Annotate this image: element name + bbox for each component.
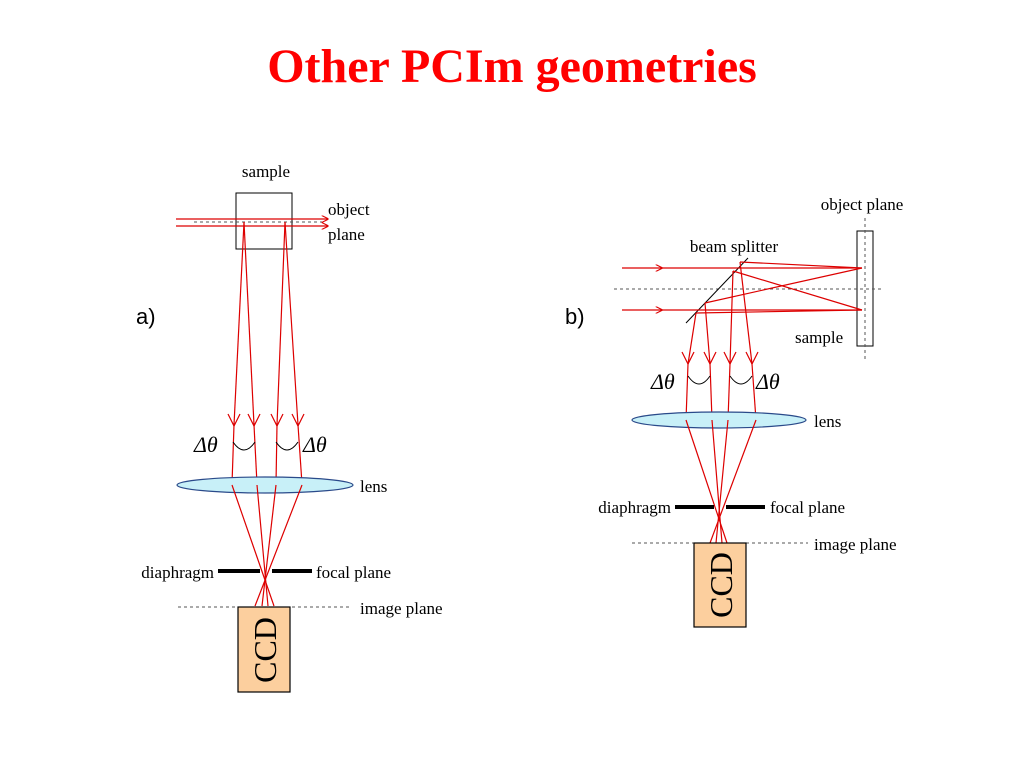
conv-ray-b-3	[715, 419, 729, 544]
angle-arc-a-left	[232, 441, 256, 451]
down-ray-b-8	[751, 363, 757, 421]
ccd-box-a	[237, 606, 291, 693]
ray-a-3	[276, 221, 286, 426]
refl-ray-b-2	[704, 267, 863, 304]
down-ray-b-7	[727, 363, 731, 421]
ray-a-9	[231, 484, 275, 607]
ray-a-1	[233, 221, 245, 426]
angle-arc-b-left	[687, 375, 711, 385]
down-ray-b-3	[729, 270, 734, 365]
image-plane-label-a: image plane	[360, 599, 443, 618]
sample-label-b: sample	[795, 328, 843, 347]
ray-a-6	[253, 424, 258, 485]
diaphragm-label-a: diaphragm	[141, 563, 214, 582]
image-plane-label-b: image plane	[814, 535, 897, 554]
angle-arc-a-right	[275, 441, 299, 451]
panel-b-label: b)	[565, 304, 585, 329]
lens-b	[631, 411, 807, 429]
ccd-label-b: CCD	[703, 552, 739, 618]
ray-a-4	[284, 221, 299, 426]
refl-ray-b-1	[739, 261, 863, 269]
conv-ray-b-2	[711, 419, 723, 544]
ray-a-7	[275, 424, 278, 485]
down-ray-b-2	[704, 302, 711, 365]
down-ray-b-4	[739, 261, 753, 365]
beam-splitter-label-b: beam splitter	[690, 237, 779, 256]
panel-a-label: a)	[136, 304, 156, 329]
focal-plane-label-a: focal plane	[316, 563, 391, 582]
ray-a-12	[254, 484, 303, 607]
ray-a-2	[243, 221, 255, 426]
delta-theta-b-right: Δθ	[755, 369, 780, 394]
conv-ray-b-4	[709, 419, 757, 544]
delta-theta-b-left: Δθ	[650, 369, 675, 394]
ccd-box-b	[693, 542, 747, 628]
lens-label-a: lens	[360, 477, 387, 496]
ray-a-8	[297, 424, 303, 485]
object-plane-label-a-line1: object	[328, 200, 370, 219]
down-ray-b-6	[709, 363, 713, 421]
down-ray-b-1	[687, 312, 697, 365]
ray-a-10	[256, 484, 269, 607]
refl-ray-b-4	[695, 309, 863, 314]
refl-ray-b-3	[732, 270, 863, 311]
beam-splitter-b	[685, 257, 749, 324]
lens-label-b: lens	[814, 412, 841, 431]
ray-a-11	[261, 484, 277, 607]
angle-arc-b-right	[729, 375, 753, 385]
slide-title: Other PCIm geometries	[267, 40, 757, 93]
ray-a-5	[231, 424, 235, 485]
focal-plane-label-b: focal plane	[770, 498, 845, 517]
diagram-a: a) sample object plane Δθ Δθ lens	[136, 162, 443, 693]
sample-label-a: sample	[242, 162, 290, 181]
ccd-label-a: CCD	[247, 617, 283, 683]
object-plane-label-b: object plane	[821, 195, 904, 214]
delta-theta-a-right: Δθ	[302, 432, 327, 457]
down-ray-b-5	[685, 363, 689, 421]
object-plane-label-a-line2: plane	[328, 225, 365, 244]
lens-a	[176, 476, 354, 494]
sample-box-a	[235, 192, 293, 250]
diagram-b: b) object plane sample beam splitter	[565, 195, 904, 628]
delta-theta-a-left: Δθ	[193, 432, 218, 457]
diaphragm-label-b: diaphragm	[598, 498, 671, 517]
